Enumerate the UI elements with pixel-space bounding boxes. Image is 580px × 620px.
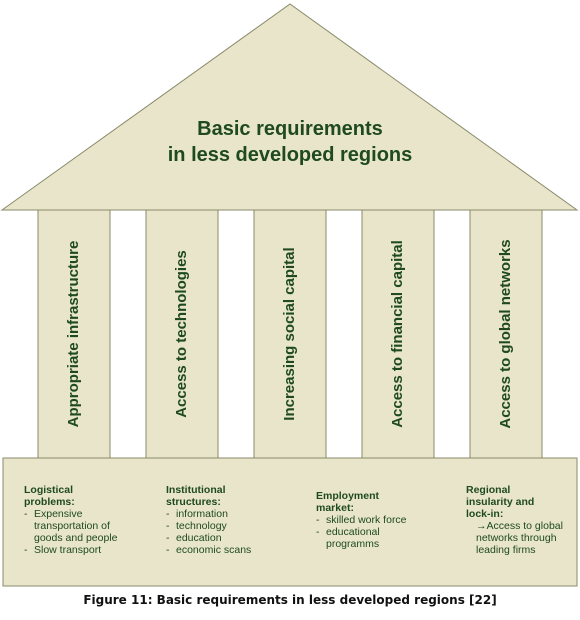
pillar-label-3: Increasing social capital [281,247,298,421]
base-block-employment: Employment market: -skilled work force -… [316,490,407,550]
base-item: -education [166,532,222,544]
pillar-2 [145,209,219,459]
roof-title-line-1: Basic requirements [197,118,383,140]
pillar-1 [37,209,111,459]
pillar-3 [253,209,327,459]
temple-diagram: Basic requirements in less developed reg… [0,3,579,587]
base-heading: Regional insularity and lock-in: [466,484,535,520]
roof-title-line-2: in less developed regions [167,144,413,166]
base-item: →Access to global networks through leadi… [476,520,563,556]
pillar-label-1: Appropriate infrastructure [65,240,82,428]
roof-title: Basic requirements in less developed reg… [90,116,490,168]
base-item: -economic scans [166,544,252,556]
roof [0,3,579,211]
base-item: -information [166,508,228,520]
base-block-regional: Regional insularity and lock-in: →Access… [466,484,563,556]
pillar-label-2: Access to technologies [173,250,190,418]
base-item: - educational programms [316,526,380,550]
base-item: -technology [166,520,227,532]
base-heading: Institutional structures: [166,484,226,508]
figure-caption: Figure 11: Basic requirements in less de… [83,593,497,607]
base-heading: Logistical problems: [24,484,75,508]
base-item: - Slow transport [24,544,102,556]
pillar-5 [469,209,543,459]
base-platform [2,457,578,587]
pillar-4 [361,209,435,459]
base-item: - Expensive transportation of goods and … [24,508,118,544]
base-heading: Employment market: [316,490,380,514]
base-item: -skilled work force [316,514,407,526]
base-block-institutions: Institutional structures: -information -… [166,484,251,556]
temple-shapes [0,3,579,587]
pillar-label-4: Access to financial capital [389,240,406,428]
pillar-label-5: Access to global networks [497,239,514,429]
base-block-logistics: Logistical problems: - Expensive transpo… [24,484,118,556]
